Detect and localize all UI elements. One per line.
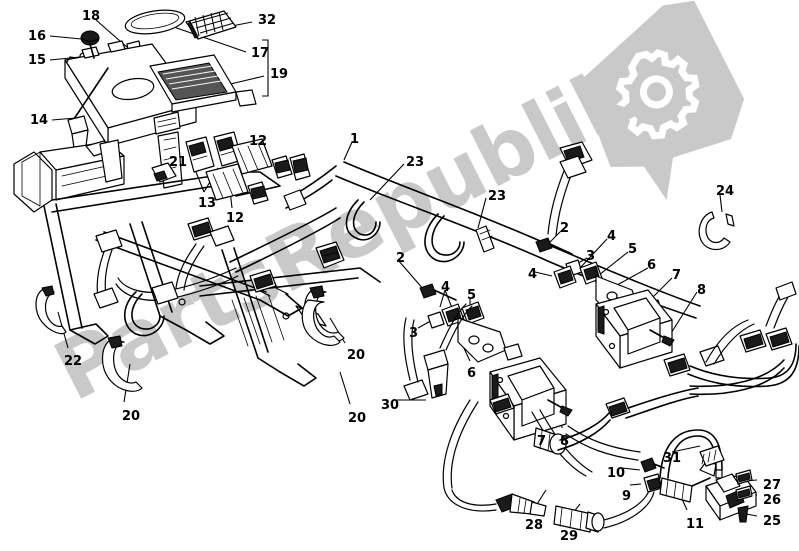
callout-14: 14: [30, 113, 49, 128]
callout-13: 13: [198, 196, 217, 211]
part-12-coils: [205, 138, 311, 205]
callout-12-upper: 12: [249, 134, 268, 149]
part-32-multiplug: [185, 10, 237, 40]
callout-8-right: 8: [697, 283, 707, 298]
callout-2-middle: 2: [396, 251, 406, 266]
callout-7-right: 7: [672, 268, 682, 283]
frame-connectors: [93, 217, 345, 309]
callout-22: 22: [64, 354, 83, 369]
part-30-sensor: [423, 303, 473, 399]
connector-top-right: [547, 141, 593, 237]
callout-23-left: 23: [406, 155, 425, 170]
part-7-coil-right: [595, 289, 675, 369]
part-24-clamp: [698, 211, 735, 251]
callout-20-a: 20: [347, 348, 366, 363]
callout-27: 27: [763, 478, 782, 493]
bottom-harness: [403, 281, 799, 533]
part-20-clamp-a: [101, 335, 143, 392]
callout-3-right: 3: [586, 249, 596, 264]
part-17-oval-cover: [124, 9, 186, 35]
callout-20-b: 20: [122, 409, 141, 424]
callout-23-right: 23: [488, 189, 507, 204]
part-23-clip: [475, 225, 495, 253]
callout-29: 29: [560, 529, 579, 544]
callout-20-c: 20: [348, 411, 367, 426]
callout-15: 15: [28, 53, 47, 68]
callout-8-bottom: 8: [560, 434, 570, 449]
callout-2-right: 2: [560, 221, 570, 236]
part-20-clamp-c: [301, 299, 341, 346]
part-22-clamp: [35, 285, 67, 335]
callout-7-bottom: 7: [537, 434, 547, 449]
callout-32: 32: [258, 13, 277, 28]
callout-26: 26: [763, 493, 782, 508]
callout-28: 28: [525, 518, 544, 533]
callout-11: 11: [686, 517, 705, 532]
callout-5-middle: 5: [467, 288, 477, 303]
callout-21: 21: [169, 155, 188, 170]
callout-18: 18: [82, 9, 101, 24]
callout-6-middle: 6: [467, 366, 477, 381]
callout-19: 19: [270, 67, 289, 82]
part-16-nut: [80, 30, 100, 46]
callout-9: 9: [622, 489, 632, 504]
callout-1: 1: [350, 132, 360, 147]
callout-4-middle: 4: [441, 280, 451, 295]
callout-6-right: 6: [647, 258, 657, 273]
callout-4-right-a: 4: [607, 229, 617, 244]
part-21-relay: [151, 162, 177, 183]
part-13-relays: [185, 131, 243, 173]
connector-mid-right: [559, 155, 587, 179]
callout-10: 10: [607, 466, 626, 481]
callout-4-right-b: 4: [528, 267, 538, 282]
part-19-heatsink-rail: [149, 54, 257, 113]
fastener-group-middle: [419, 283, 523, 363]
callout-25: 25: [763, 514, 782, 529]
callout-12-lower: 12: [226, 211, 245, 226]
callout-17: 17: [251, 46, 270, 61]
callout-5-right: 5: [628, 242, 638, 257]
callout-31: 31: [663, 451, 682, 466]
callout-30: 30: [381, 398, 400, 413]
callout-16: 16: [28, 29, 47, 44]
callout-24: 24: [716, 184, 735, 199]
callout-3-middle: 3: [409, 326, 419, 341]
